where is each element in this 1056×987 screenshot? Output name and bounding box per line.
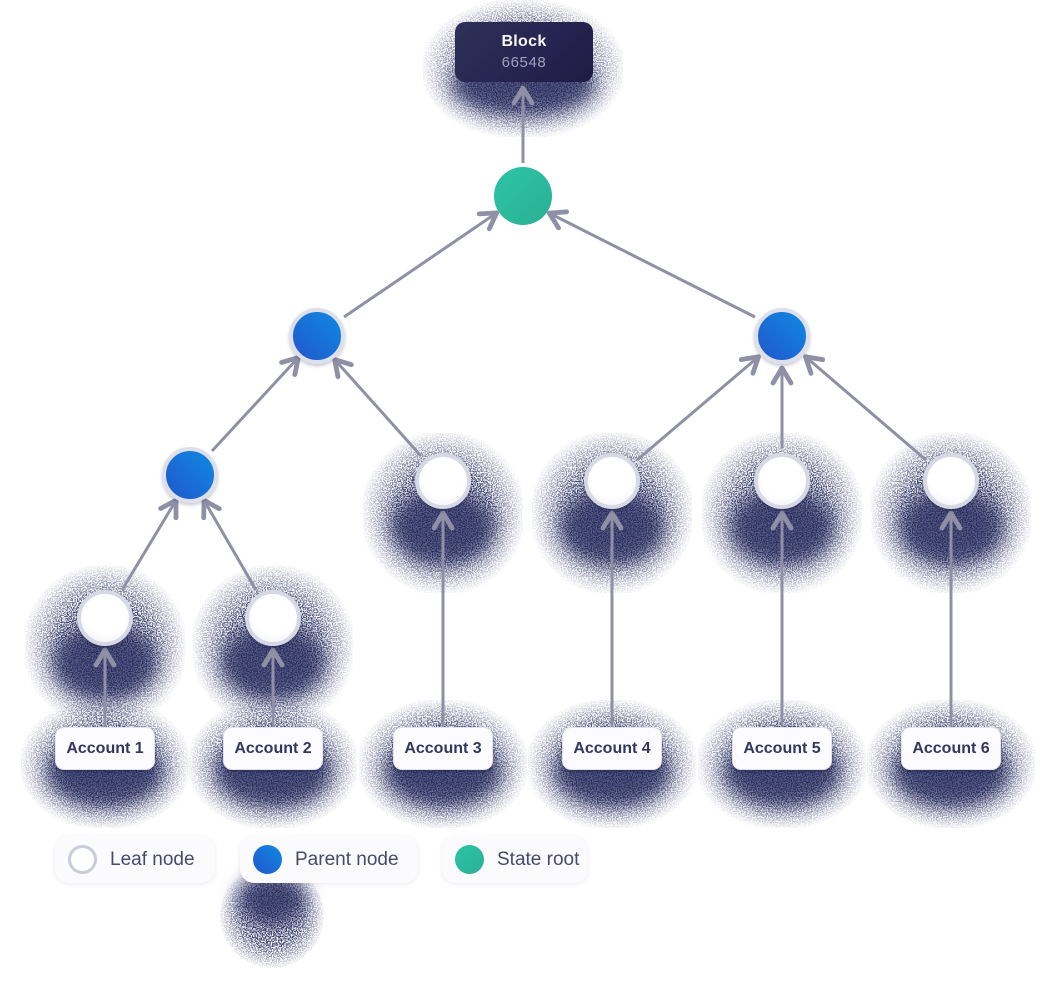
arrow-right-parent-to-root: [546, 209, 756, 319]
leaf-node-account-3: [415, 453, 471, 509]
legend-item-state-root: State root: [442, 836, 588, 883]
state-root-swatch-icon: [455, 845, 484, 874]
leaf-node-account-2: [245, 590, 301, 646]
legend-label: Leaf node: [110, 848, 195, 870]
leaf-node-account-1: [77, 590, 133, 646]
account-label-1[interactable]: Account 1: [55, 727, 155, 770]
leaf-node-account-6: [923, 453, 979, 509]
account-label-5[interactable]: Account 5: [732, 727, 832, 770]
arrow-leaf4-to-right-parent: [636, 354, 761, 462]
leaf-node-account-4: [584, 453, 640, 509]
parent-node-swatch-icon: [253, 845, 282, 874]
block-card-title: Block: [501, 33, 547, 50]
account-label-2[interactable]: Account 2: [223, 727, 323, 770]
legend-item-leaf-node: Leaf node: [55, 836, 215, 883]
arrow-leaf6-to-right-parent: [803, 354, 927, 462]
arrow-leaf3-to-left-parent: [332, 357, 423, 458]
block-card-number: 66548: [501, 54, 547, 71]
account-label-3[interactable]: Account 3: [393, 727, 493, 770]
account-label-6[interactable]: Account 6: [901, 727, 1001, 770]
leaf-node-swatch-icon: [68, 845, 97, 874]
legend-item-parent-node: Parent node: [240, 836, 418, 883]
block-card[interactable]: Block 66548: [455, 22, 593, 82]
arrow-left-parent-to-root: [343, 210, 500, 319]
leaf-node-account-5: [754, 453, 810, 509]
parent-node-left: [289, 308, 345, 364]
legend-label: State root: [497, 848, 580, 870]
arrow-leaf2-to-parent: [201, 497, 258, 591]
legend-label: Parent node: [295, 848, 399, 870]
state-root-node: [494, 167, 552, 225]
parent-node-right: [754, 308, 810, 364]
arrow-parent-to-left-parent: [210, 355, 301, 453]
parent-node-lower: [162, 447, 218, 503]
connector-arrows: [93, 85, 963, 727]
account-label-4[interactable]: Account 4: [562, 727, 662, 770]
arrow-leaf1-to-parent: [120, 497, 179, 591]
